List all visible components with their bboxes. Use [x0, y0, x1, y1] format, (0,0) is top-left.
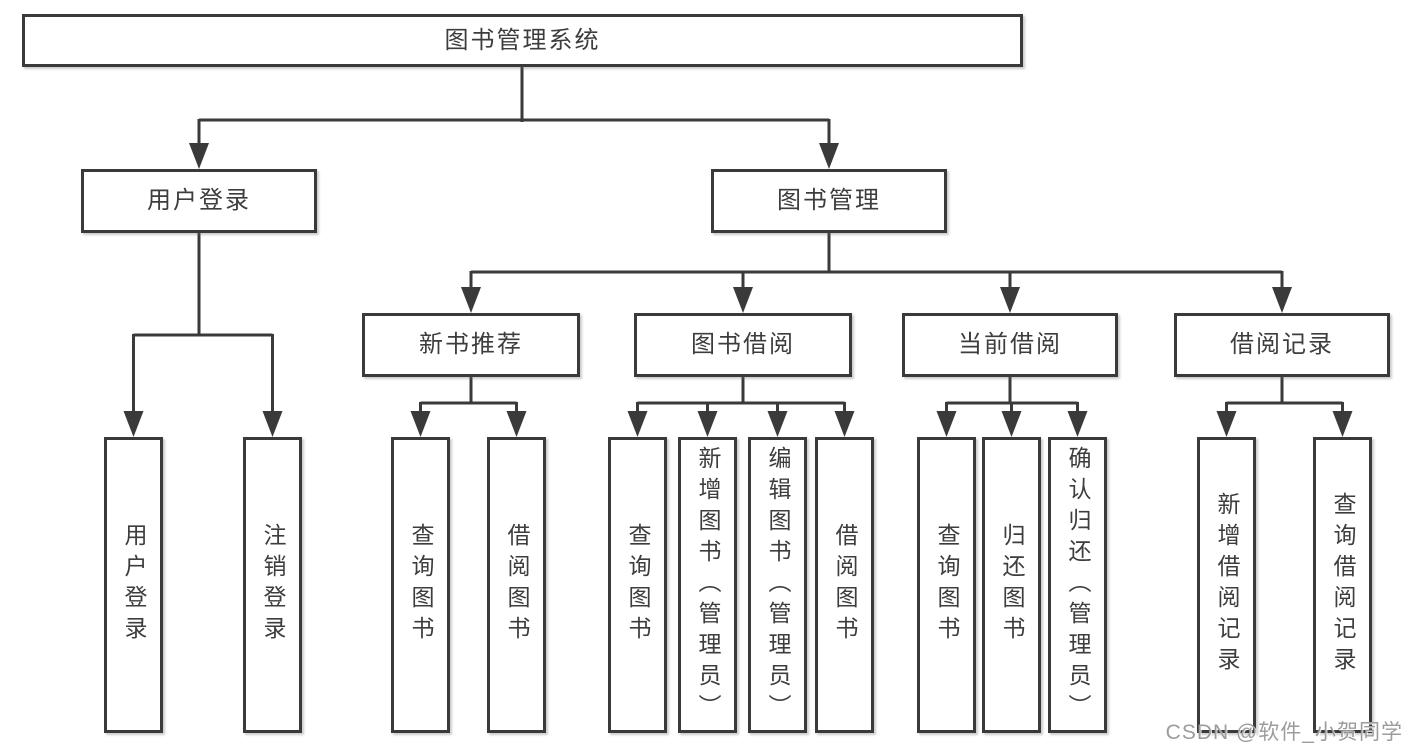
node-query-borrow-record: 查询借阅记录 — [1313, 437, 1372, 733]
node-label: 借阅图书 — [504, 523, 530, 647]
node-label: 图书管理 — [777, 187, 881, 214]
node-edit-book-admin: 编辑图书（管理员） — [748, 437, 807, 733]
node-label: 用户登录 — [147, 187, 251, 214]
node-new-book-recommend: 新书推荐 — [362, 313, 580, 377]
node-return-book: 归还图书 — [982, 437, 1041, 733]
node-label: 新增图书（管理员） — [695, 445, 721, 725]
node-label: 新增借阅记录 — [1214, 492, 1240, 678]
node-label: 新书推荐 — [419, 331, 523, 358]
node-label: 查询图书 — [934, 523, 960, 647]
node-confirm-return-admin: 确认归还（管理员） — [1048, 437, 1107, 733]
node-query-books-recommend: 查询图书 — [391, 437, 450, 733]
node-label: 图书借阅 — [691, 331, 795, 358]
node-query-books-current: 查询图书 — [917, 437, 976, 733]
node-current-borrowing: 当前借阅 — [902, 313, 1118, 377]
node-user-login-action: 用户登录 — [104, 437, 163, 733]
node-label: 借阅图书 — [832, 523, 858, 647]
node-borrow-books-recommend: 借阅图书 — [487, 437, 546, 733]
node-user-login: 用户登录 — [81, 169, 317, 233]
node-label: 查询借阅记录 — [1330, 492, 1356, 678]
node-borrow-books-borrowing: 借阅图书 — [815, 437, 874, 733]
node-book-borrowing: 图书借阅 — [634, 313, 852, 377]
node-add-borrow-record: 新增借阅记录 — [1197, 437, 1256, 733]
node-library-system: 图书管理系统 — [22, 14, 1023, 67]
node-label: 查询图书 — [625, 523, 651, 647]
node-borrow-records: 借阅记录 — [1174, 313, 1390, 377]
node-label: 归还图书 — [999, 523, 1025, 647]
node-logout-action: 注销登录 — [243, 437, 302, 733]
node-label: 当前借阅 — [958, 331, 1062, 358]
node-add-book-admin: 新增图书（管理员） — [678, 437, 737, 733]
node-label: 注销登录 — [260, 523, 286, 647]
node-label: 编辑图书（管理员） — [765, 445, 791, 725]
node-book-management: 图书管理 — [711, 169, 947, 233]
node-query-books-borrowing: 查询图书 — [608, 437, 667, 733]
node-label: 借阅记录 — [1230, 331, 1334, 358]
node-label: 确认归还（管理员） — [1065, 445, 1091, 725]
node-label: 用户登录 — [121, 523, 147, 647]
node-label: 图书管理系统 — [444, 26, 601, 54]
csdn-watermark: CSDN @软件_小贺同学 — [1165, 721, 1403, 744]
node-label: 查询图书 — [408, 523, 434, 647]
